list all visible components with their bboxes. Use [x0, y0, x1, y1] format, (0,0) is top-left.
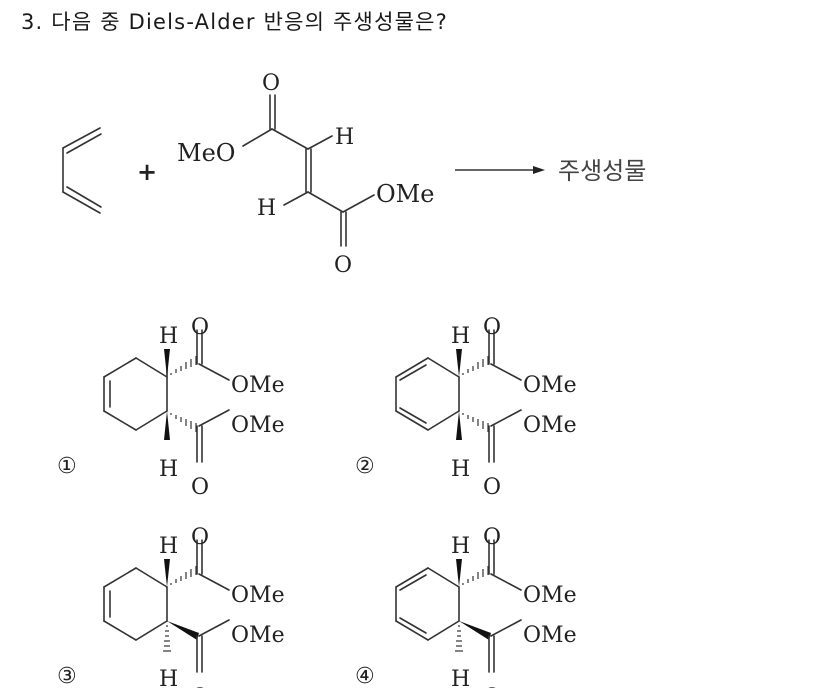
svg-text:O: O: [483, 685, 501, 688]
o-top-label: O: [262, 71, 280, 96]
major-product-label: 주생성물: [558, 157, 646, 185]
svg-text:O: O: [191, 525, 209, 550]
choice-1-marker[interactable]: ①: [57, 454, 77, 479]
choice-2-marker[interactable]: ②: [355, 454, 375, 479]
svg-text:H: H: [159, 457, 178, 482]
svg-text:OMe: OMe: [523, 623, 577, 648]
svg-text:H: H: [451, 667, 470, 688]
choice-3[interactable]: ③ H O OMe H O OMe: [57, 525, 285, 688]
svg-text:OMe: OMe: [231, 413, 285, 438]
choice-4-marker[interactable]: ④: [355, 664, 375, 688]
dimethyl-fumarate-structure: MeO O H H OMe O: [177, 71, 434, 278]
svg-text:O: O: [191, 315, 209, 340]
svg-text:OMe: OMe: [523, 583, 577, 608]
choice-1[interactable]: ① H O OMe H O: [57, 315, 285, 500]
choice-3-marker[interactable]: ③: [57, 664, 77, 688]
svg-text:OMe: OMe: [231, 623, 285, 648]
h-top-label: H: [335, 125, 354, 150]
question-title: 3. 다음 중 Diels-Alder 반응의 주생성물은?: [21, 10, 448, 34]
svg-text:O: O: [191, 685, 209, 688]
o-bottom-label: O: [334, 253, 352, 278]
reaction-arrow: [455, 166, 545, 174]
butadiene-structure: [62, 127, 102, 214]
svg-text:H: H: [159, 534, 178, 559]
svg-text:O: O: [483, 525, 501, 550]
choice-2[interactable]: ② H O OMe H O OMe: [355, 315, 577, 500]
svg-text:O: O: [483, 315, 501, 340]
ome-label: OMe: [376, 180, 434, 208]
svg-text:OMe: OMe: [231, 583, 285, 608]
svg-text:H: H: [451, 324, 470, 349]
svg-text:H: H: [451, 457, 470, 482]
h-bottom-label: H: [257, 196, 276, 221]
svg-text:H: H: [159, 324, 178, 349]
svg-text:OMe: OMe: [523, 373, 577, 398]
svg-text:OMe: OMe: [523, 413, 577, 438]
svg-text:OMe: OMe: [231, 373, 285, 398]
svg-text:O: O: [483, 475, 501, 500]
plus-sign: +: [137, 157, 157, 186]
svg-text:H: H: [451, 534, 470, 559]
meo-label: MeO: [177, 139, 235, 167]
svg-text:H: H: [159, 667, 178, 688]
choice-4[interactable]: ④ H O OMe H O OMe: [355, 525, 577, 688]
svg-text:O: O: [191, 475, 209, 500]
